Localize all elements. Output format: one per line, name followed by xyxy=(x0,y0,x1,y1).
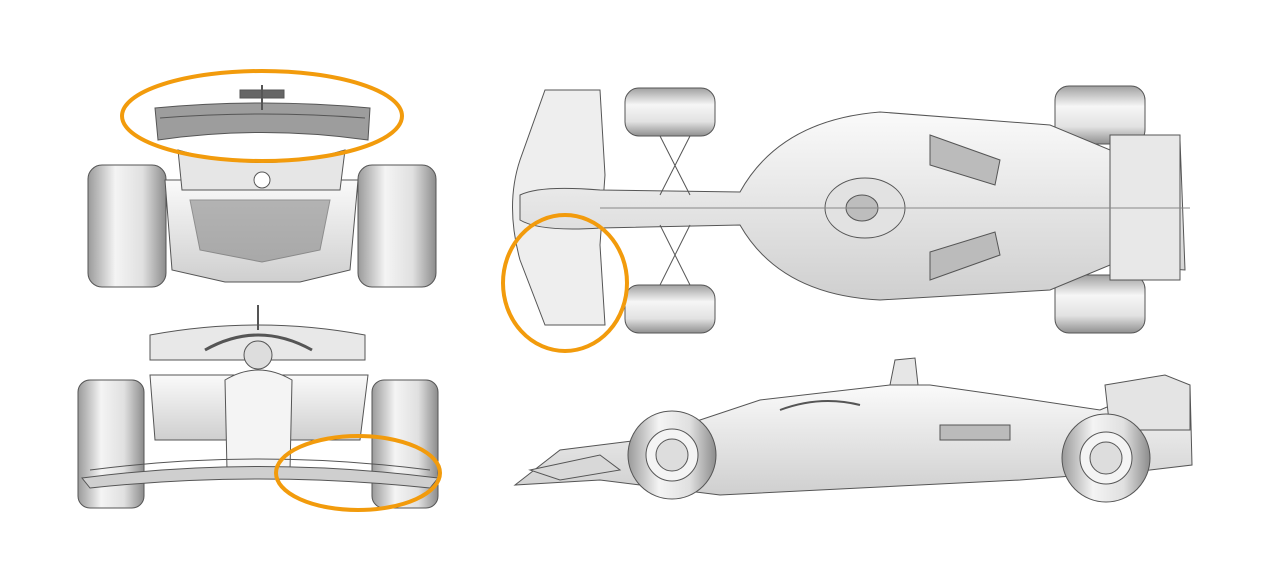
rear-left-tyre xyxy=(87,164,167,288)
top-rear-right-tyre xyxy=(1054,274,1146,334)
top-front-right-tyre xyxy=(624,284,716,334)
rear-right-tyre xyxy=(357,164,437,288)
front-left-tyre xyxy=(77,379,145,509)
rear-wing xyxy=(154,102,371,141)
rear-view xyxy=(87,85,437,288)
front-wing xyxy=(81,466,439,489)
highlight-front-wing-endplate xyxy=(274,434,442,512)
highlight-rear-wing xyxy=(120,69,404,163)
front-view xyxy=(77,305,439,509)
side-front-wheel xyxy=(627,410,717,500)
top-rear-left-tyre xyxy=(1054,85,1146,145)
side-rear-wheel xyxy=(1061,413,1151,503)
highlight-front-wing-top xyxy=(501,213,629,353)
top-view xyxy=(512,85,1190,334)
side-view xyxy=(513,357,1193,503)
top-front-left-tyre xyxy=(624,87,716,137)
